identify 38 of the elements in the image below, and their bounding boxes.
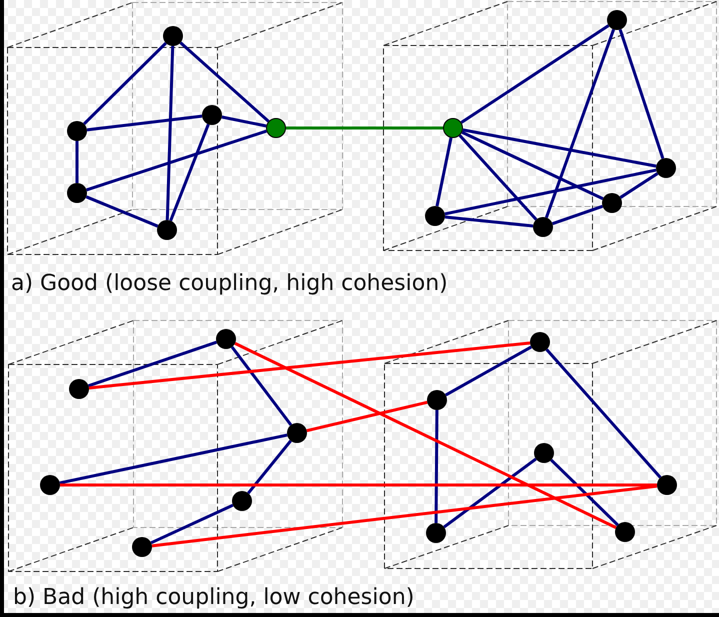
connector-line (550, 458, 619, 526)
connector-line (552, 204, 604, 226)
connector-line (86, 114, 202, 132)
connector-line (86, 130, 267, 192)
connector-line (234, 342, 617, 529)
connector-line (436, 138, 452, 206)
panel-caption: a) Good (loose coupling, high cohesion) (11, 271, 448, 297)
connector-line (443, 458, 537, 528)
connector-line (152, 484, 658, 548)
connector-line (462, 128, 656, 168)
connector-line (306, 400, 428, 432)
connector-line (88, 340, 218, 388)
panel-caption: b) Bad (high coupling, low cohesion) (13, 585, 414, 611)
connector-line (230, 346, 292, 426)
connector-line (222, 116, 266, 128)
connector-line (166, 46, 174, 220)
connector-line (544, 28, 616, 218)
connector-line (460, 24, 610, 124)
connector-line (86, 195, 158, 228)
connector-line (461, 130, 604, 200)
connector-line (444, 346, 532, 396)
connector-line (618, 29, 664, 159)
connector-line (59, 434, 288, 484)
connector-line (247, 440, 292, 494)
connector-line (169, 124, 210, 222)
connector-line (620, 172, 658, 199)
connector-line (434, 410, 438, 524)
connector-line (76, 141, 78, 183)
connector-line (286, 126, 443, 130)
connector-line (444, 168, 657, 216)
connector-line (88, 342, 530, 390)
connector-line (83, 42, 167, 126)
connector-line (546, 348, 662, 479)
connector-line (444, 216, 534, 228)
connector-line (150, 504, 234, 544)
connector-line (458, 134, 538, 221)
connector-line (60, 484, 657, 486)
connector-line (179, 42, 270, 122)
